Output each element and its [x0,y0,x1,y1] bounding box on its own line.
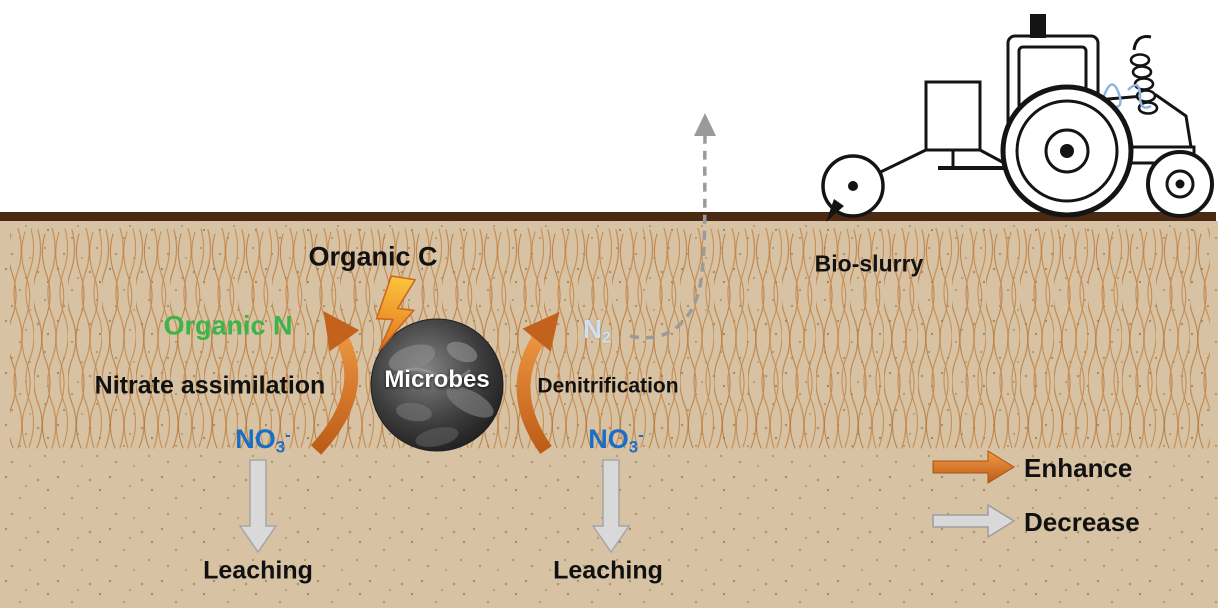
exhaust-stack [1030,14,1046,38]
n2-emission-arrow [629,113,716,340]
soil-surface-line [0,212,1216,221]
n2-label: N2 [583,316,611,346]
leaching-arrow-right [591,459,631,554]
nitrate-assimilation-arrow [310,311,360,455]
no3-right-label: NO3- [588,423,644,457]
blue-scribble [1102,83,1152,109]
denitrification-arrow [516,311,560,455]
leaching-right-label: Leaching [553,556,663,585]
no3-sub: 3 [275,437,286,457]
nitrate-assimilation-label: Nitrate assimilation [94,371,326,400]
legend-enhance-arrow [932,450,1015,484]
n2-base: N [583,314,602,345]
no3-left-label: NO3- [235,423,291,457]
legend-decrease-arrow [932,503,1016,539]
microbes-label: Microbes [384,366,490,393]
leaching-left-label: Leaching [203,556,313,585]
microbes-image [370,318,504,452]
tractor-illustration [821,14,1214,222]
implement-tank [924,80,982,152]
organic-n-label: Organic N [163,310,293,341]
denitrification-label: Denitrification [537,374,679,398]
no3-sub: 3 [628,437,639,457]
no3-sup: - [285,425,291,445]
n2-sub: 2 [601,328,611,347]
organic-c-bolt-icon [375,275,417,352]
no3-sup: - [638,425,644,445]
bio-slurry-pointer-icon [826,199,844,222]
legend-enhance-label: Enhance [1024,453,1133,483]
leaching-arrow-left [238,459,278,554]
no3-base: NO [588,423,629,454]
legend-decrease-label: Decrease [1024,507,1140,537]
soil-root-texture [10,228,1210,472]
organic-c-label: Organic C [308,241,438,272]
bio-slurry-label: Bio-slurry [814,250,924,277]
no3-base: NO [235,423,276,454]
